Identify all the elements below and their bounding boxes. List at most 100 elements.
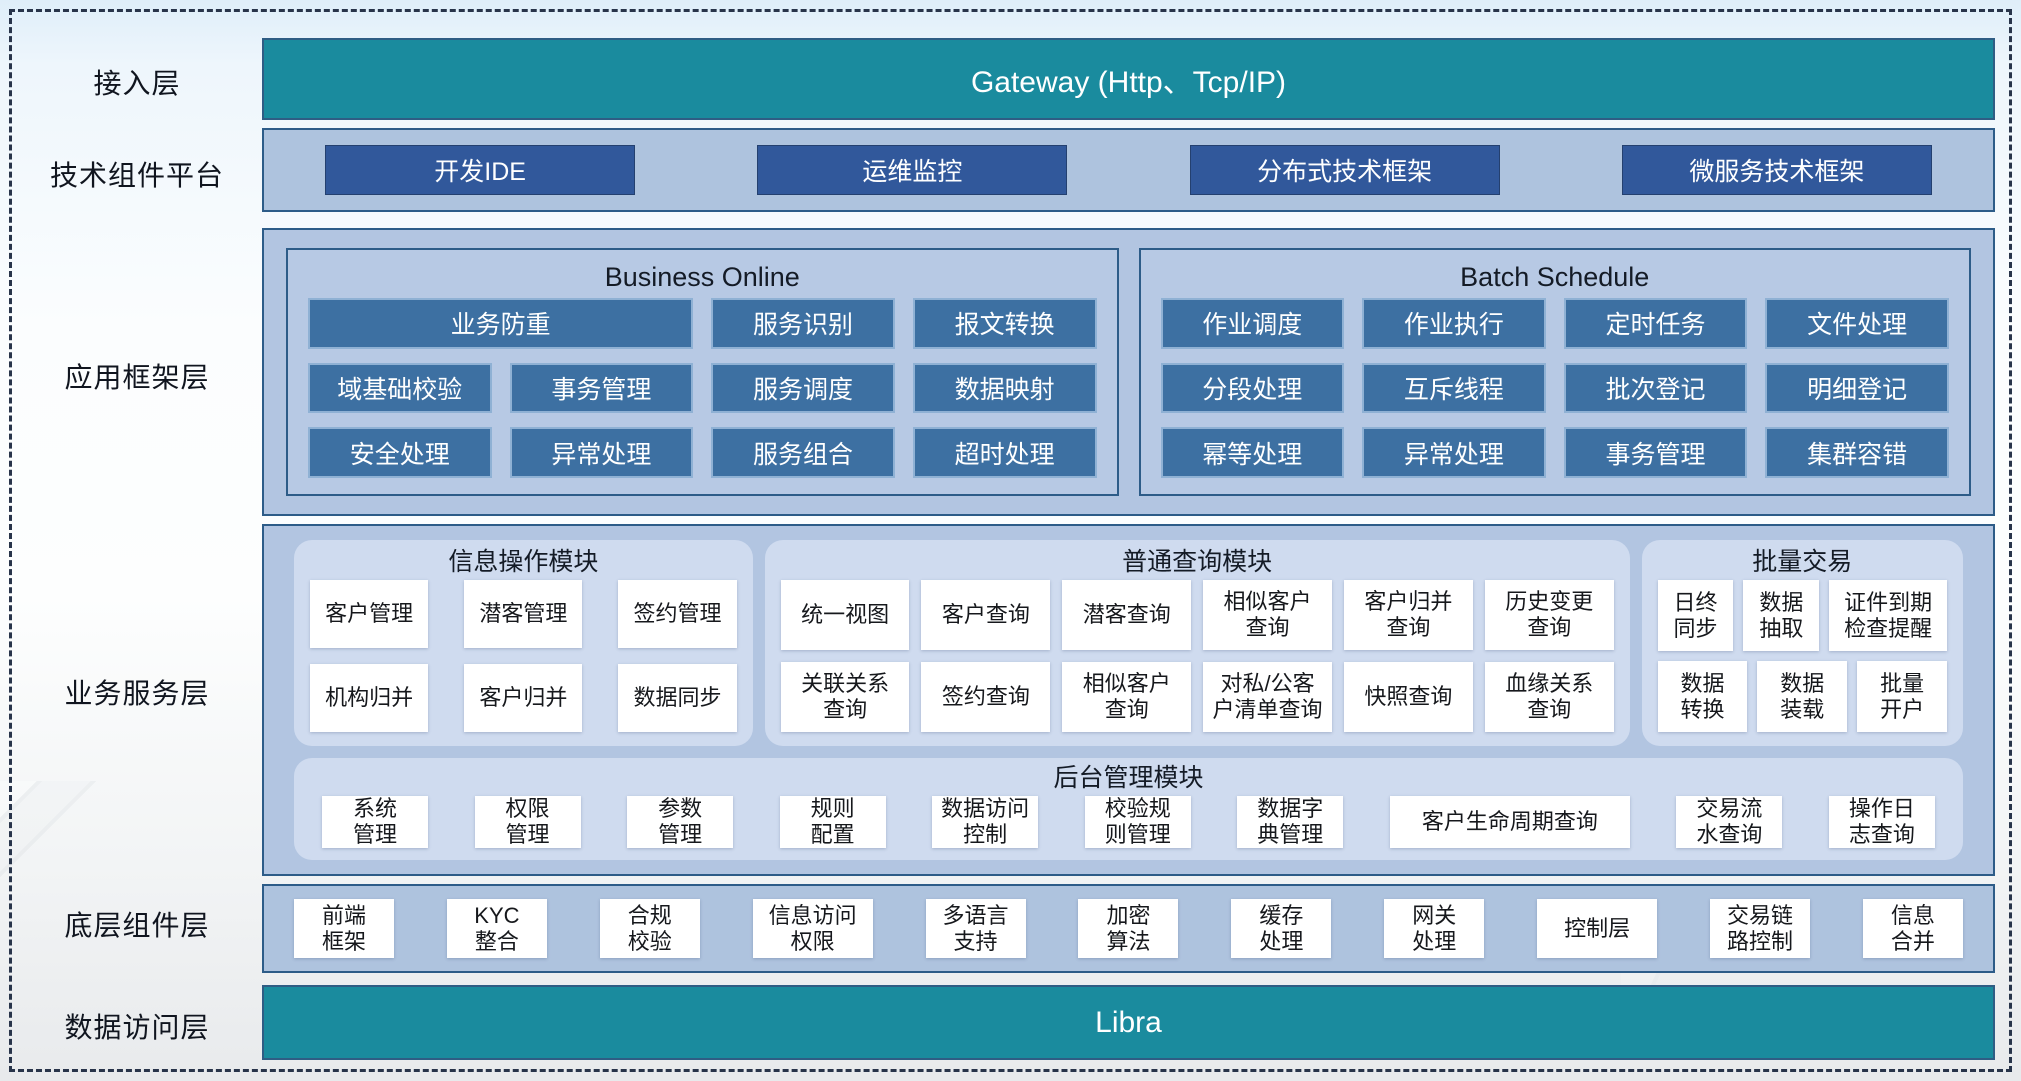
framework-button: 异常处理 (1362, 427, 1546, 478)
tech-button-ops-monitor: 运维监控 (757, 145, 1068, 195)
framework-button: 超时处理 (912, 427, 1097, 478)
libra-bar: Libra (262, 985, 1995, 1060)
service-card: 参数 管理 (627, 796, 734, 848)
base-components-panel: 前端 框架 KYC 整合 合规 校验 信息访问 权限 多语言 支持 加密 算法 … (262, 884, 1995, 973)
batch-transaction-module: 批量交易 日终 同步 数据 抽取 证件到期 检查提醒 数据 转换 数据 装载 批… (1641, 540, 1963, 746)
component-card: 信息 合并 (1862, 899, 1963, 958)
component-card: 缓存 处理 (1231, 899, 1332, 958)
component-card: 控制层 (1537, 899, 1658, 958)
batch-schedule-grid: 作业调度 作业执行 定时任务 文件处理 分段处理 互斥线程 批次登记 明细登记 … (1160, 298, 1949, 478)
component-card: 交易链 路控制 (1710, 899, 1811, 958)
service-card: 数据字 典管理 (1237, 796, 1344, 848)
service-card: 权限 管理 (474, 796, 581, 848)
admin-module: 后台管理模块 系统 管理 权限 管理 参数 管理 规则 配置 数据访问 控制 校… (294, 758, 1963, 860)
framework-button: 作业执行 (1362, 298, 1546, 349)
service-card: 客户归并 (464, 664, 583, 732)
service-card: 证件到期 检查提醒 (1829, 580, 1947, 651)
service-card: 快照查询 (1343, 662, 1473, 732)
framework-button: 批次登记 (1563, 362, 1748, 414)
service-card: 日终 同步 (1657, 580, 1734, 651)
framework-button: 幂等处理 (1160, 427, 1345, 478)
service-card: 签约查询 (921, 662, 1051, 732)
framework-button: 事务管理 (1563, 427, 1748, 478)
service-card: 系统 管理 (322, 796, 428, 848)
framework-button: 定时任务 (1563, 298, 1748, 349)
component-card: 加密 算法 (1078, 899, 1179, 958)
layer-label-data-access: 数据访问层 (64, 1012, 210, 1043)
service-card: 相似客户 查询 (1062, 662, 1192, 732)
tech-button-dev-ide: 开发IDE (325, 145, 636, 195)
common-query-module: 普通查询模块 统一视图 客户查询 潜客查询 相似客户 查询 客户归并 查询 历史… (764, 540, 1630, 746)
service-card: 数据同步 (618, 664, 737, 732)
service-card: 机构归并 (310, 664, 429, 732)
service-card: 数据访问 控制 (932, 796, 1039, 848)
batch-transaction-module-title: 批量交易 (1752, 548, 1853, 576)
framework-button: 安全处理 (308, 427, 492, 478)
service-card: 关联关系 查询 (780, 662, 910, 732)
component-card: 多语言 支持 (925, 899, 1026, 958)
service-card: 规则 配置 (779, 796, 886, 848)
service-card: 相似客户 查询 (1203, 580, 1332, 650)
framework-button: 服务调度 (711, 362, 895, 414)
framework-button: 事务管理 (509, 362, 694, 414)
layer-label-components: 底层组件层 (64, 910, 210, 941)
component-card: 网关 处理 (1384, 899, 1485, 958)
tech-button-distributed-framework: 分布式技术框架 (1189, 145, 1500, 195)
framework-button: 服务组合 (711, 427, 895, 478)
service-modules-row: 信息操作模块 客户管理 潜客管理 签约管理 机构归并 客户归并 数据同步 普通查… (294, 540, 1963, 746)
service-card: 数据 装载 (1757, 661, 1848, 732)
component-card: KYC 整合 (446, 899, 547, 958)
framework-button: 明细登记 (1765, 362, 1949, 414)
admin-cards: 系统 管理 权限 管理 参数 管理 规则 配置 数据访问 控制 校验规 则管理 … (322, 796, 1935, 848)
service-card: 客户归并 查询 (1343, 580, 1473, 650)
framework-button: 业务防重 (308, 298, 694, 349)
layer-label-services: 业务服务层 (64, 678, 210, 709)
admin-module-title: 后台管理模块 (1053, 764, 1204, 792)
info-operation-module-title: 信息操作模块 (448, 548, 599, 576)
batch-transaction-cards: 日终 同步 数据 抽取 证件到期 检查提醒 数据 转换 数据 装载 批量 开户 (1657, 580, 1947, 732)
business-online-grid: 业务防重 服务识别 报文转换 域基础校验 事务管理 服务调度 数据映射 安全处理… (308, 298, 1097, 478)
service-card: 数据 抽取 (1743, 580, 1820, 651)
libra-bar-label: Libra (1095, 1005, 1162, 1039)
framework-button: 报文转换 (912, 298, 1097, 349)
service-card: 客户生命周期查询 (1389, 796, 1630, 848)
common-query-module-title: 普通查询模块 (1122, 548, 1273, 576)
app-framework-panel: Business Online 业务防重 服务识别 报文转换 域基础校验 事务管… (262, 228, 1995, 516)
service-card: 数据 转换 (1657, 661, 1748, 732)
base-components-cards: 前端 框架 KYC 整合 合规 校验 信息访问 权限 多语言 支持 加密 算法 … (294, 899, 1963, 958)
framework-button: 文件处理 (1765, 298, 1949, 349)
gateway-bar: Gateway (Http、Tcp/IP) (262, 38, 1995, 120)
common-query-cards: 统一视图 客户查询 潜客查询 相似客户 查询 客户归并 查询 历史变更 查询 关… (780, 580, 1614, 732)
info-operation-cards: 客户管理 潜客管理 签约管理 机构归并 客户归并 数据同步 (310, 580, 737, 732)
service-card: 对私/公客 户清单查询 (1203, 662, 1332, 732)
component-card: 信息访问 权限 (752, 899, 873, 958)
service-card: 客户查询 (921, 580, 1051, 650)
service-card: 操作日 志查询 (1828, 796, 1935, 848)
layer-label-framework: 应用框架层 (64, 362, 210, 393)
business-online-panel: Business Online 业务防重 服务识别 报文转换 域基础校验 事务管… (286, 248, 1119, 496)
service-card: 批量 开户 (1857, 661, 1947, 732)
framework-button: 作业调度 (1160, 298, 1345, 349)
service-card: 血缘关系 查询 (1484, 662, 1614, 732)
service-card: 潜客查询 (1062, 580, 1192, 650)
batch-schedule-panel: Batch Schedule 作业调度 作业执行 定时任务 文件处理 分段处理 … (1138, 248, 1971, 496)
service-card: 潜客管理 (464, 580, 583, 648)
service-card: 统一视图 (780, 580, 910, 650)
tech-platform-panel: 开发IDE 运维监控 分布式技术框架 微服务技术框架 (262, 128, 1995, 212)
service-card: 历史变更 查询 (1484, 580, 1614, 650)
layer-label-tech: 技术组件平台 (49, 160, 224, 191)
framework-button: 服务识别 (711, 298, 895, 349)
service-card: 客户管理 (310, 580, 429, 648)
framework-button: 集群容错 (1765, 427, 1949, 478)
component-card: 前端 框架 (294, 899, 394, 958)
tech-button-microservice-framework: 微服务技术框架 (1621, 145, 1932, 195)
framework-button: 异常处理 (509, 427, 694, 478)
service-card: 签约管理 (618, 580, 737, 648)
business-online-title: Business Online (604, 262, 800, 292)
framework-button: 域基础校验 (308, 362, 492, 414)
service-card: 交易流 水查询 (1676, 796, 1783, 848)
service-card: 校验规 则管理 (1084, 796, 1191, 848)
batch-schedule-title: Batch Schedule (1460, 262, 1650, 292)
framework-button: 数据映射 (912, 362, 1097, 414)
framework-button: 互斥线程 (1362, 362, 1546, 414)
